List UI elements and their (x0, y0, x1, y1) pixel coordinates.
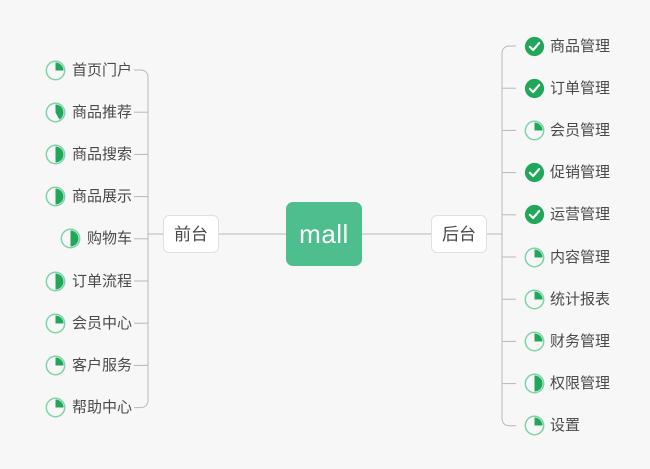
pie-progress-icon (45, 355, 66, 376)
pie-progress-icon (45, 313, 66, 334)
pie-progress-icon (524, 373, 545, 394)
leaf-node-label: 财务管理 (550, 332, 611, 350)
leaf-node-right[interactable]: 会员管理 (524, 117, 610, 143)
leaf-node-left[interactable]: 订单流程 (45, 268, 132, 294)
root-node-mall[interactable]: mall (286, 202, 362, 266)
branch-node-front-label: 前台 (174, 224, 208, 244)
leaf-node-left[interactable]: 会员中心 (45, 310, 132, 336)
leaf-node-label: 商品搜索 (71, 145, 132, 163)
leaf-node-right[interactable]: 促销管理 (524, 160, 610, 186)
leaf-node-right[interactable]: 订单管理 (524, 75, 610, 101)
leaf-node-right[interactable]: 权限管理 (524, 371, 610, 397)
leaf-node-label: 商品展示 (71, 188, 132, 206)
pie-progress-icon (524, 415, 545, 436)
leaf-node-left[interactable]: 帮助中心 (45, 395, 132, 421)
leaf-node-left[interactable]: 客户服务 (45, 352, 132, 378)
pie-progress-icon (524, 120, 545, 141)
pie-progress-icon (524, 331, 545, 352)
pie-progress-icon (45, 271, 66, 292)
pie-progress-icon (45, 186, 66, 207)
leaf-node-left[interactable]: 商品搜索 (45, 141, 132, 167)
leaf-node-label: 统计报表 (550, 290, 611, 308)
leaf-node-left[interactable]: 首页门户 (45, 57, 132, 83)
leaf-node-label: 商品管理 (550, 37, 611, 55)
root-node-label: mall (299, 219, 349, 249)
leaf-node-label: 客户服务 (71, 356, 132, 374)
leaf-node-right[interactable]: 统计报表 (524, 286, 610, 312)
leaf-node-right[interactable]: 财务管理 (524, 328, 610, 354)
leaf-node-label: 订单管理 (550, 79, 611, 97)
check-circle-icon (524, 204, 545, 225)
branch-node-front[interactable]: 前台 (163, 215, 219, 253)
leaf-node-label: 商品推荐 (71, 103, 132, 121)
pie-progress-icon (45, 397, 66, 418)
leaf-node-label: 内容管理 (550, 248, 611, 266)
leaf-node-left[interactable]: 商品推荐 (45, 99, 132, 125)
pie-progress-icon (45, 144, 66, 165)
leaf-node-right[interactable]: 设置 (524, 413, 580, 439)
leaf-node-label: 订单流程 (71, 272, 132, 290)
leaf-node-label: 运营管理 (550, 206, 611, 224)
leaf-node-label: 权限管理 (550, 375, 611, 393)
pie-progress-icon (524, 289, 545, 310)
leaf-node-label: 首页门户 (71, 61, 132, 79)
leaf-node-label: 会员管理 (550, 121, 611, 139)
branch-node-back[interactable]: 后台 (431, 215, 487, 253)
leaf-node-right[interactable]: 内容管理 (524, 244, 610, 270)
leaf-node-label: 会员中心 (71, 314, 132, 332)
pie-progress-icon (45, 60, 66, 81)
leaf-node-label: 促销管理 (550, 164, 611, 182)
leaf-node-label: 帮助中心 (71, 399, 132, 417)
check-circle-icon (524, 162, 545, 183)
pie-progress-icon (60, 228, 81, 249)
leaf-node-right[interactable]: 运营管理 (524, 202, 610, 228)
check-circle-icon (524, 78, 545, 99)
check-circle-icon (524, 36, 545, 57)
branch-node-back-label: 后台 (442, 224, 476, 244)
leaf-node-left[interactable]: 购物车 (60, 226, 132, 252)
leaf-node-label: 购物车 (86, 230, 132, 248)
pie-progress-icon (45, 102, 66, 123)
leaf-node-right[interactable]: 商品管理 (524, 33, 610, 59)
pie-progress-icon (524, 247, 545, 268)
leaf-node-left[interactable]: 商品展示 (45, 184, 132, 210)
leaf-node-label: 设置 (550, 417, 581, 435)
